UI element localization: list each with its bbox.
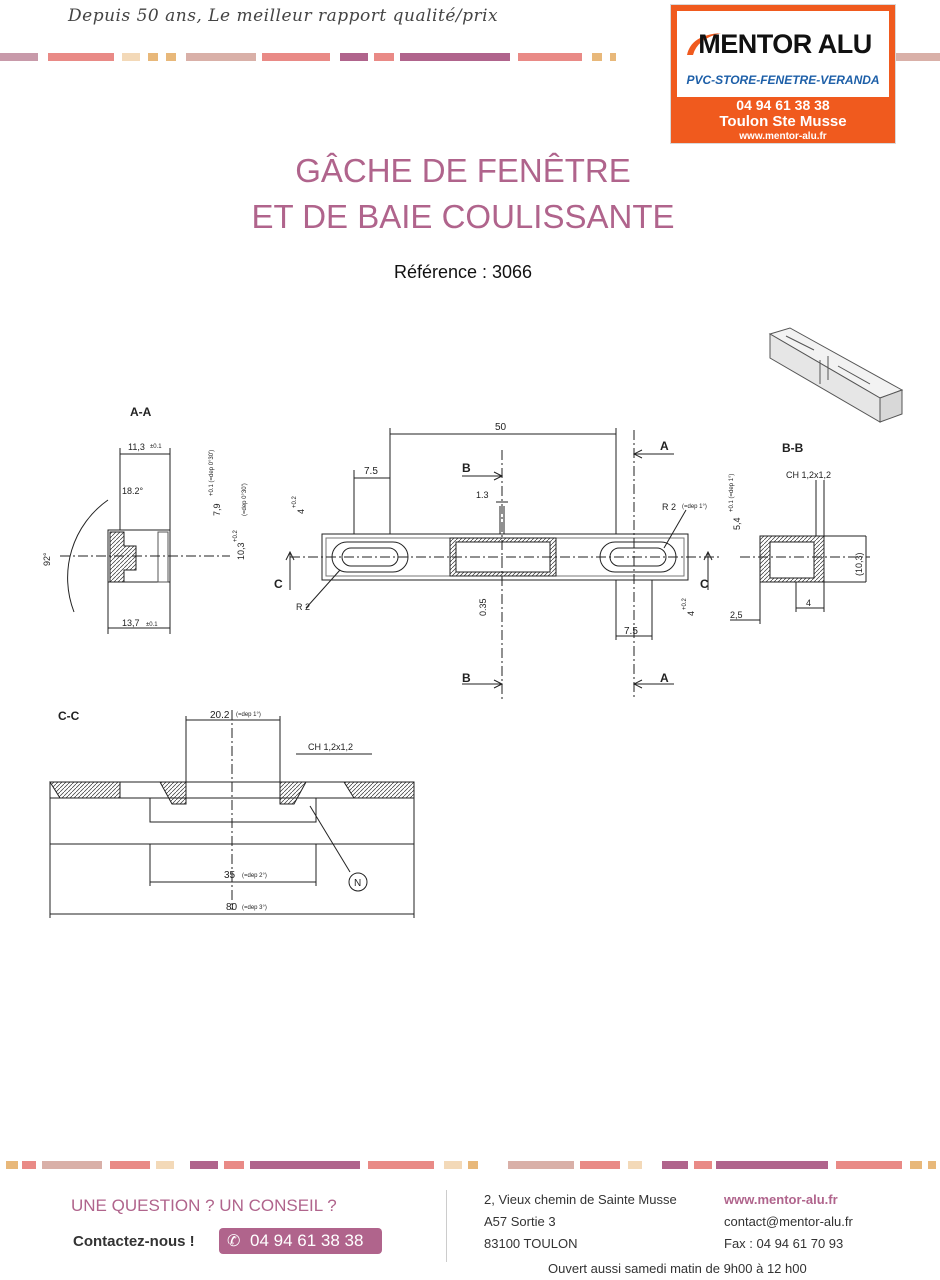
footer-address-line3: 83100 TOULON (484, 1236, 578, 1251)
company-logo: MENTOR ALU PVC-STORE-FENETRE-VERANDA 04 … (670, 4, 896, 144)
footer-contact-label: Contactez-nous ! (73, 1233, 195, 1250)
section-cc-view: C-C 20.2 (=dep 1°) CH 1,2x1,2 35 (=dep 2… (49, 709, 415, 918)
dim-35-tol: (=dep 2°) (242, 873, 267, 879)
section-aa-view: A-A 11,3 ±0.1 18.2° 92° 13,7 ±0.1 7,9 +0… (42, 405, 248, 634)
dim-202: 20.2 (210, 710, 230, 721)
footer-address-line2: A57 Sortie 3 (484, 1214, 556, 1229)
dim-80-tol: (=dep 3°) (242, 905, 267, 911)
section-cc-label: C-C (58, 709, 80, 723)
dim-103-tol: +0.2 (233, 529, 239, 542)
dim-113-tol: ±0.1 (150, 444, 162, 450)
marker-n: N (354, 878, 361, 889)
product-reference: Référence : 3066 (393, 262, 533, 282)
dim-182: 18.2° (122, 486, 144, 496)
dim-103: 10,3 (236, 542, 246, 560)
dim-13: 1.3 (476, 490, 489, 500)
dim-ch-cc: CH 1,2x1,2 (308, 742, 353, 752)
dim-113: 11,3 (128, 442, 145, 452)
bottom-decorative-stripe (0, 1161, 940, 1169)
isometric-view (768, 327, 904, 423)
dim-r2b-tol: (=dep 1°) (682, 504, 707, 510)
dim-4b: 4 (686, 611, 696, 616)
footer-website-link[interactable]: www.mentor-alu.fr (724, 1192, 838, 1207)
dim-75a: 7.5 (364, 466, 378, 477)
dim-dep030: (=dep 0°30') (242, 483, 248, 516)
dim-79-tol: +0.1 (=dep 0°30') (209, 450, 215, 496)
footer-phone-number: 04 94 61 38 38 (250, 1231, 364, 1250)
section-bb-label: B-B (782, 441, 804, 455)
phone-icon: ✆ (227, 1233, 241, 1250)
section-aa-label: A-A (130, 405, 152, 419)
dim-4a-tol: +0.2 (292, 495, 298, 508)
cut-label-c-right: C (700, 577, 709, 591)
footer-question: UNE QUESTION ? UN CONSEIL ? (71, 1196, 337, 1215)
dim-75b: 7.5 (624, 626, 638, 637)
footer-email-link[interactable]: contact@mentor-alu.fr (724, 1214, 853, 1229)
product-title-line2: ET DE BAIE COULISSANTE (251, 198, 675, 235)
technical-drawing: A-A 11,3 ±0.1 18.2° 92° 13,7 ±0.1 7,9 +0… (42, 327, 904, 918)
top-decorative-stripe (0, 53, 940, 61)
dim-54-tol: +0.1 (=dep 1°) (729, 474, 735, 512)
dim-137-tol: ±0.1 (146, 622, 158, 628)
dim-4a: 4 (296, 509, 306, 514)
dim-202-tol: (=dep 1°) (236, 712, 261, 718)
logo-panel: MENTOR ALU PVC-STORE-FENETRE-VERANDA (677, 11, 889, 97)
dim-r2a: R 2 (296, 602, 310, 612)
dim-80: 80 (226, 902, 238, 913)
dim-92: 92° (42, 552, 52, 566)
product-title-line1: GÂCHE DE FENÊTRE (295, 152, 631, 189)
dim-35: 35 (224, 870, 236, 881)
dim-4c: 4 (806, 598, 811, 608)
footer-phone-button[interactable]: ✆ 04 94 61 38 38 (219, 1228, 382, 1254)
dim-50: 50 (495, 422, 507, 433)
dim-4b-tol: +0.2 (682, 597, 688, 610)
section-bb-view: B-B CH 1,2x1,2 5,4 +0.1 (=dep 1°) (10,3)… (729, 441, 870, 624)
logo-city: Toulon Ste Musse (719, 113, 847, 130)
cut-label-b-top: B (462, 461, 471, 475)
dim-103p: (10,3) (854, 552, 864, 576)
footer-fax: Fax : 04 94 61 70 93 (724, 1236, 844, 1251)
dim-137: 13,7 (122, 618, 140, 628)
plan-view: 50 7.5 7.5 1.3 0.35 R 2 R 2 (=dep 1°) 4 … (274, 422, 720, 700)
cut-label-c-left: C (274, 577, 283, 591)
dim-54: 5,4 (732, 517, 742, 530)
dim-79: 7,9 (212, 503, 222, 516)
cut-label-b-bottom: B (462, 671, 471, 685)
footer-address-line1: 2, Vieux chemin de Sainte Musse (484, 1192, 677, 1207)
tagline: Depuis 50 ans, Le meilleur rapport quali… (68, 6, 499, 26)
dim-r2b: R 2 (662, 502, 676, 512)
logo-website: www.mentor-alu.fr (739, 131, 827, 142)
logo-brand: MENTOR ALU (698, 29, 872, 59)
logo-swoosh-icon (687, 33, 721, 55)
footer-opening-hours: Ouvert aussi samedi matin de 9h00 à 12 h… (548, 1261, 807, 1276)
logo-subtitle: PVC-STORE-FENETRE-VERANDA (686, 73, 880, 87)
dim-035: 0.35 (478, 598, 488, 616)
footer-divider (446, 1190, 447, 1262)
dim-ch-bb: CH 1,2x1,2 (786, 470, 831, 480)
dim-25: 2,5 (730, 610, 743, 620)
logo-phone: 04 94 61 38 38 (736, 97, 830, 113)
cut-label-a-top: A (660, 439, 669, 453)
cut-label-a-bottom: A (660, 671, 669, 685)
